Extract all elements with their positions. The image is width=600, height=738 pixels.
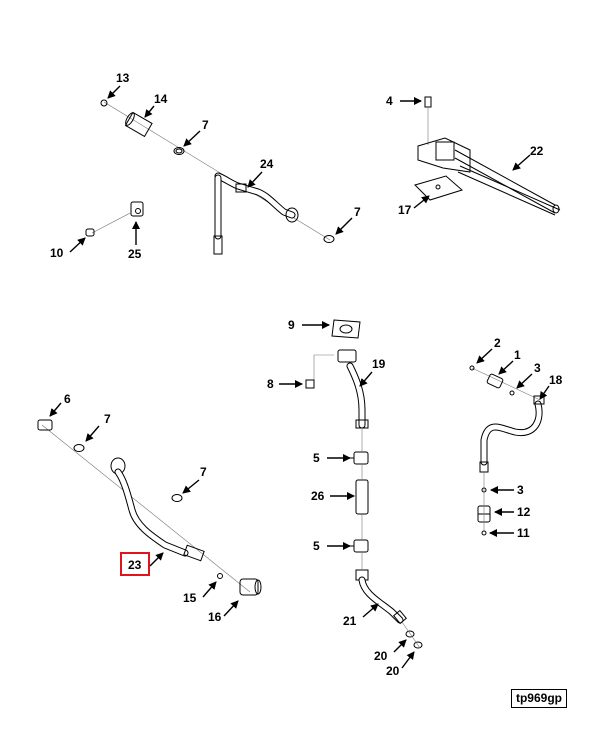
callout-21: 21 [343, 614, 357, 628]
callout-20: 20 [386, 664, 400, 678]
bottom-left-assembly [37, 419, 262, 596]
part-19-tube [337, 349, 369, 429]
callout-22: 22 [530, 144, 544, 158]
callout-2: 2 [494, 336, 501, 350]
callout-13: 13 [116, 71, 130, 85]
callout-10: 10 [50, 246, 64, 260]
highlight-box-23 [120, 552, 150, 576]
part-7-oring [73, 444, 85, 452]
part-5-clamp [350, 451, 369, 465]
callout-19: 19 [372, 357, 386, 371]
callout-26: 26 [311, 489, 325, 503]
part-1-fitting [486, 373, 504, 389]
callout-24: 24 [260, 157, 274, 171]
part-13-washer [100, 99, 108, 107]
right-assembly [469, 365, 545, 536]
top-right-assembly [414, 96, 561, 216]
part-24-tube [213, 172, 299, 255]
part-9-gasket [331, 319, 361, 339]
callout-11: 11 [517, 526, 530, 540]
part-17-plate [414, 175, 464, 201]
part-22-bracket [417, 137, 561, 216]
callout-7: 7 [200, 465, 207, 479]
part-26-hose [355, 479, 369, 515]
callout-leaders [49, 85, 550, 669]
part-7-oring [323, 235, 335, 243]
figure-reference-code: tp969gp [511, 689, 567, 708]
callout-9: 9 [288, 318, 295, 332]
callout-3: 3 [517, 483, 524, 497]
part-10-bolt [85, 228, 95, 237]
part-23-tube [110, 457, 205, 562]
callout-labels: 13 14 7 24 7 10 25 4 22 17 9 19 8 5 26 5… [50, 71, 563, 678]
part-2-washer [469, 365, 475, 371]
callout-6: 6 [64, 392, 71, 406]
part-3-washer [509, 390, 515, 396]
part-7-oring [173, 147, 185, 155]
callout-17: 17 [398, 203, 412, 217]
part-25-clip [130, 201, 144, 217]
callout-14: 14 [154, 92, 168, 106]
callout-25: 25 [128, 247, 142, 261]
part-11-washer [481, 530, 487, 536]
part-6-bolt [37, 419, 53, 431]
callout-18: 18 [549, 373, 563, 387]
part-8-bolt [305, 379, 315, 389]
part-4-screw [424, 96, 432, 108]
part-15-washer [217, 573, 223, 579]
callout-5: 5 [313, 451, 320, 465]
callout-7: 7 [202, 118, 209, 132]
part-5-clamp [350, 539, 369, 553]
callout-8: 8 [267, 377, 274, 391]
callout-7: 7 [104, 412, 111, 426]
callout-20: 20 [374, 649, 388, 663]
part-14-fitting [124, 111, 153, 138]
part-18-tube [479, 395, 545, 473]
part-20-oring [413, 641, 423, 649]
part-20-oring [405, 630, 415, 638]
callout-16: 16 [208, 610, 222, 624]
top-left-assembly [85, 99, 335, 255]
callout-1: 1 [514, 348, 521, 362]
callout-5: 5 [313, 539, 320, 553]
part-7-oring [171, 494, 183, 502]
callout-7: 7 [354, 205, 361, 219]
center-assembly [305, 319, 423, 649]
callout-12: 12 [517, 505, 531, 519]
callout-23: 23 [128, 558, 142, 572]
callout-3: 3 [534, 361, 541, 375]
callout-15: 15 [183, 591, 197, 605]
part-16-nut [239, 578, 262, 596]
callout-4: 4 [386, 94, 393, 108]
part-21-tube [355, 569, 407, 625]
